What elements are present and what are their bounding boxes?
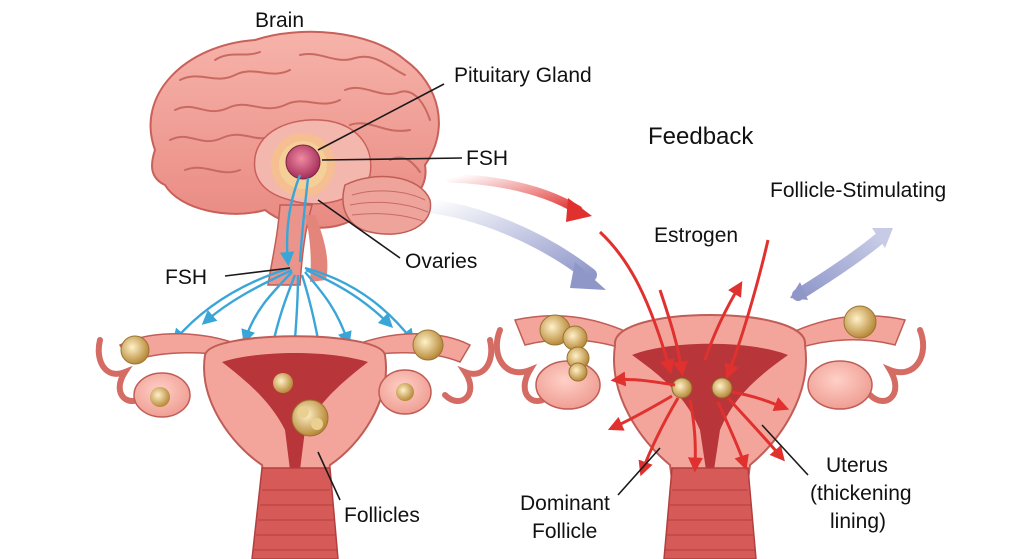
label-fsh-upper: FSH (466, 147, 508, 170)
label-brain: Brain (255, 9, 304, 32)
label-fsh-lower: FSH (165, 266, 207, 289)
label-follicles: Follicles (344, 504, 420, 527)
label-pituitary-gland: Pituitary Gland (454, 64, 592, 87)
label-ovaries: Ovaries (405, 250, 477, 273)
label-uterus-line2: (thickening (810, 482, 912, 505)
label-dominant-line1: Dominant (520, 492, 610, 515)
label-uterus-line1: Uterus (826, 454, 888, 477)
label-follicle-stimulating: Follicle-Stimulating (770, 179, 946, 202)
label-feedback: Feedback (648, 123, 754, 150)
left-uterus-illustration (99, 330, 492, 559)
label-estrogen: Estrogen (654, 224, 738, 247)
label-uterus-line3: lining) (830, 510, 886, 533)
label-dominant-line2: Follicle (532, 520, 597, 543)
